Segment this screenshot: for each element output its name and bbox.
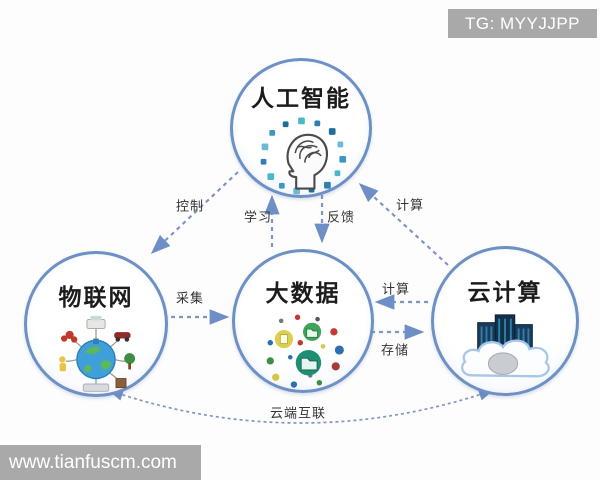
dot-cluster [266, 314, 344, 388]
edge-label-store: 存储 [380, 342, 410, 358]
brain-head-icon [260, 117, 347, 195]
edge-label-collect: 采集 [175, 290, 205, 306]
flower [61, 330, 78, 343]
node-internet-of-things: 物联网 [24, 251, 168, 397]
box [115, 378, 127, 389]
person [59, 356, 66, 372]
keyboard [82, 383, 110, 392]
globe [76, 339, 116, 380]
edge-label-feedback: 反馈 [326, 209, 356, 225]
node-cloud-computing: 云计算 [431, 246, 579, 396]
node-artificial-intelligence: 人工智能 [230, 58, 372, 198]
watermark-top-right: TG: MYYJJPP [448, 9, 597, 38]
edge-cloud-link [107, 389, 495, 424]
globe-plug [93, 338, 99, 344]
continents [84, 346, 112, 373]
edge-label-compute-bd: 计算 [381, 281, 411, 297]
node-big-data: 大数据 [232, 249, 374, 393]
edge-label-learn: 学习 [243, 209, 273, 225]
watermark-bottom-left: www.tianfuscm.com [0, 445, 201, 480]
tree [124, 353, 136, 370]
edge-label-control: 控制 [175, 198, 205, 214]
folder-bubble-small [303, 322, 322, 341]
edge-control [150, 171, 239, 255]
iot-globe-icon [59, 315, 136, 392]
cloud-servers-icon [461, 314, 550, 378]
brain-lines [294, 140, 322, 163]
node-title-iot: 物联网 [58, 284, 134, 310]
edge-compute-ai [358, 183, 449, 266]
car [114, 332, 131, 342]
app-ring [260, 117, 347, 195]
node-title-cloud: 云计算 [467, 279, 543, 305]
node-title-bigdata: 大数据 [265, 280, 341, 306]
folder-bubble-large [295, 350, 322, 376]
data-dots-icon [266, 314, 344, 388]
drum [487, 352, 519, 375]
edge-label-cloud-link: 云端互联 [269, 405, 327, 421]
doc-bubble [274, 330, 293, 349]
edge-label-compute-ai: 计算 [395, 197, 425, 213]
node-title-ai: 人工智能 [251, 85, 351, 111]
